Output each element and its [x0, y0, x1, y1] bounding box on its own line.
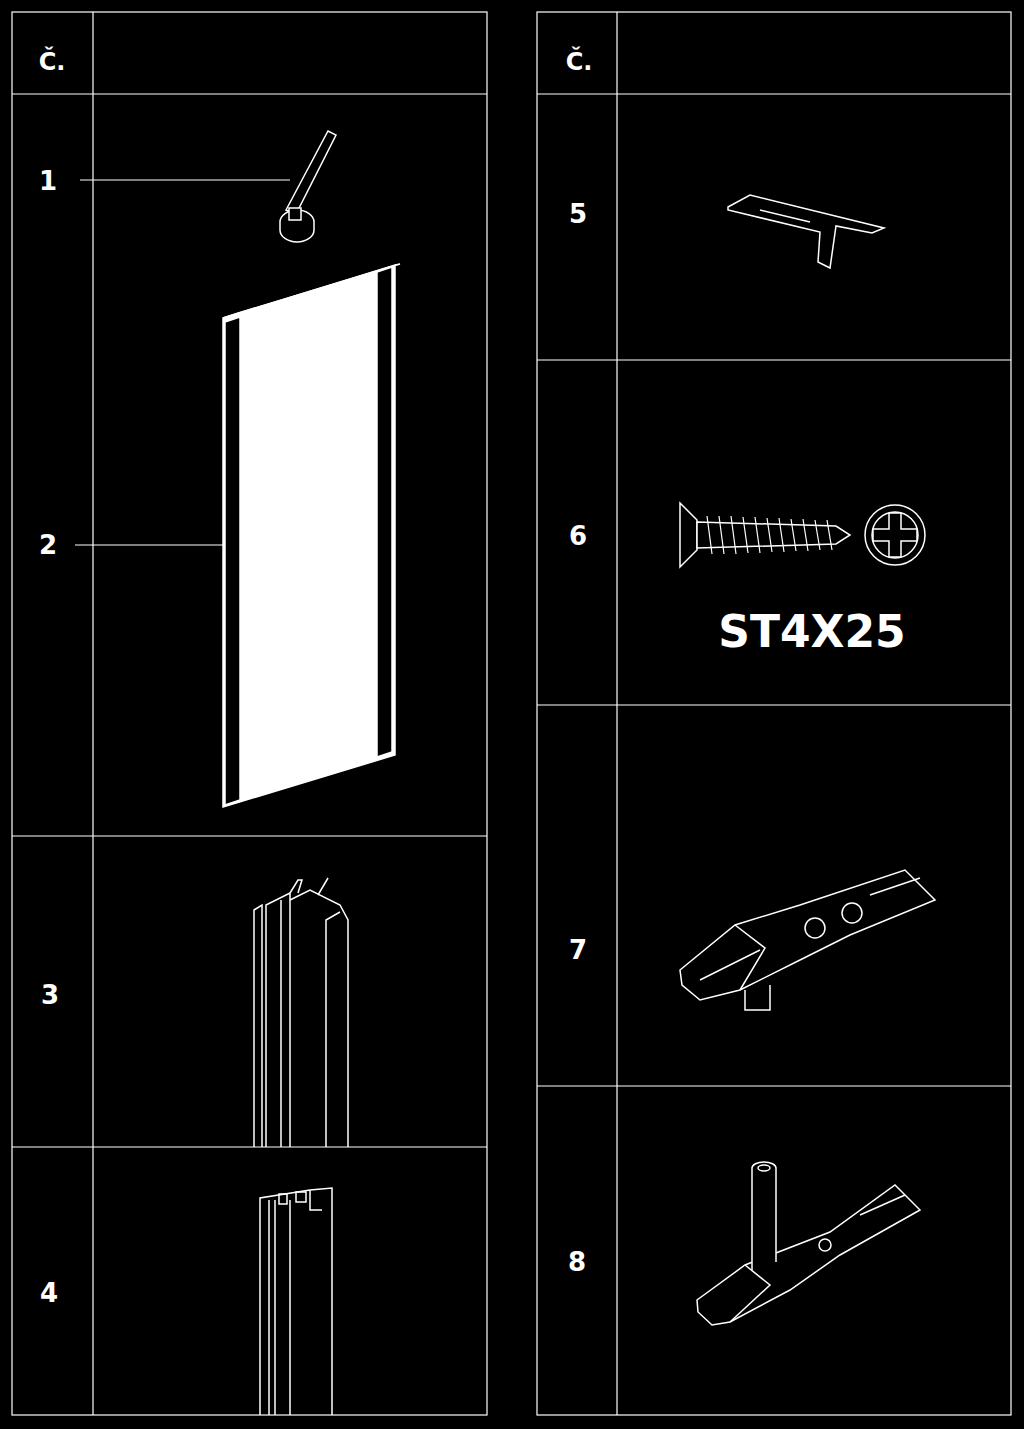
clip-part — [728, 195, 884, 268]
screw-part — [680, 503, 925, 567]
handle-part — [80, 131, 336, 242]
callout-number: 3 — [41, 982, 59, 1008]
table-grid — [12, 12, 1011, 1415]
callout-number: 5 — [569, 201, 587, 227]
wall-profile — [254, 878, 348, 1147]
column-header: Č. — [566, 50, 593, 74]
callout-number: 6 — [569, 523, 587, 549]
callout-number: 1 — [39, 168, 57, 194]
callout-number: 8 — [568, 1249, 586, 1275]
callout-number: 2 — [39, 532, 57, 558]
door-profile — [260, 1188, 332, 1415]
top-guide — [697, 1162, 920, 1325]
part-spec: ST4X25 — [718, 610, 905, 654]
column-header: Č. — [39, 50, 66, 74]
callout-number: 4 — [40, 1280, 58, 1306]
glass-panel — [75, 264, 400, 807]
callout-number: 7 — [569, 937, 587, 963]
bottom-guide — [680, 870, 935, 1010]
